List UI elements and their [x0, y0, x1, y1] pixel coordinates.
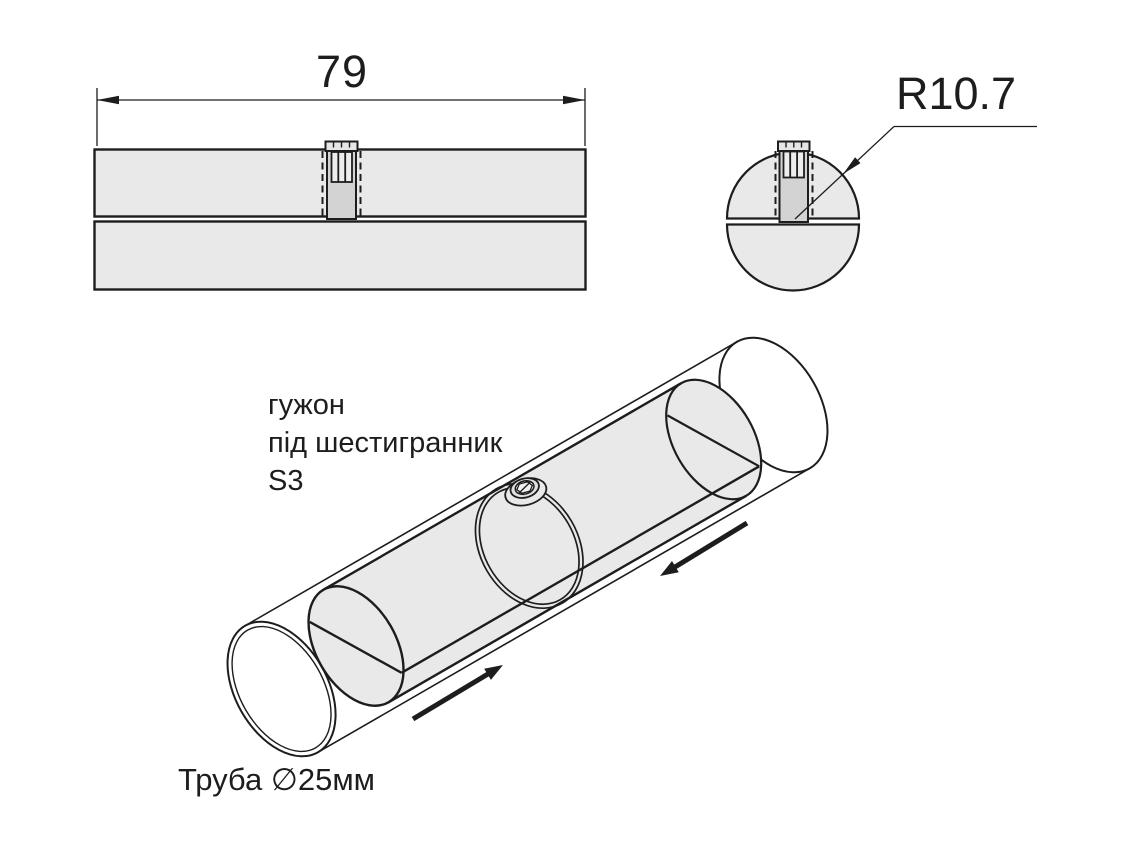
retaining-ring-outer: [474, 482, 584, 610]
insert-body: [323, 383, 747, 703]
assembly-arrow-upper: [660, 520, 749, 576]
insert-body-seam: [400, 465, 760, 674]
tube-diameter-label: Труба ∅25мм: [178, 762, 375, 797]
dimension-arrowhead-left: [97, 95, 119, 105]
tube-top-edge: [244, 341, 738, 627]
stud-callout-line1: гужон: [268, 389, 345, 421]
front-stud-socket: [330, 151, 353, 183]
end-stud-socket: [782, 150, 805, 179]
insert-near-face-seam: [309, 620, 403, 674]
iso-stud-head: [504, 477, 548, 507]
radius-dimension-label: R10.7: [896, 68, 1017, 119]
dimension-arrowhead-right: [563, 95, 585, 105]
arrowhead-down-left: [660, 561, 679, 576]
hex-socket-outline: [516, 481, 534, 494]
tube-near-end-inner-wall: [231, 625, 332, 753]
front-length-dimension: [96, 88, 586, 146]
insert-far-face-seam: [666, 414, 760, 468]
tube-near-end-opening: [226, 620, 337, 758]
arrowhead-up-right: [484, 665, 503, 680]
end-radius-leader: [794, 125, 1037, 220]
length-dimension-label: 79: [315, 46, 369, 97]
stud-callout-line3: S3: [268, 465, 304, 497]
end-bottom-half: [725, 223, 861, 292]
assembly-arrow-lower: [411, 665, 503, 722]
stud-callout: гужон під шестигранник S3: [268, 386, 502, 500]
stud-callout-line2: під шестигранник: [268, 427, 503, 459]
end-view: [725, 125, 1037, 292]
front-bottom-half-bar: [93, 220, 587, 291]
leader-arrowhead: [843, 157, 861, 174]
tube-bottom-edge: [317, 467, 811, 753]
front-view: [93, 88, 587, 291]
isometric-view: [226, 336, 829, 758]
hex-socket-edge-line: [518, 481, 531, 494]
retaining-ring-inner: [478, 486, 580, 606]
